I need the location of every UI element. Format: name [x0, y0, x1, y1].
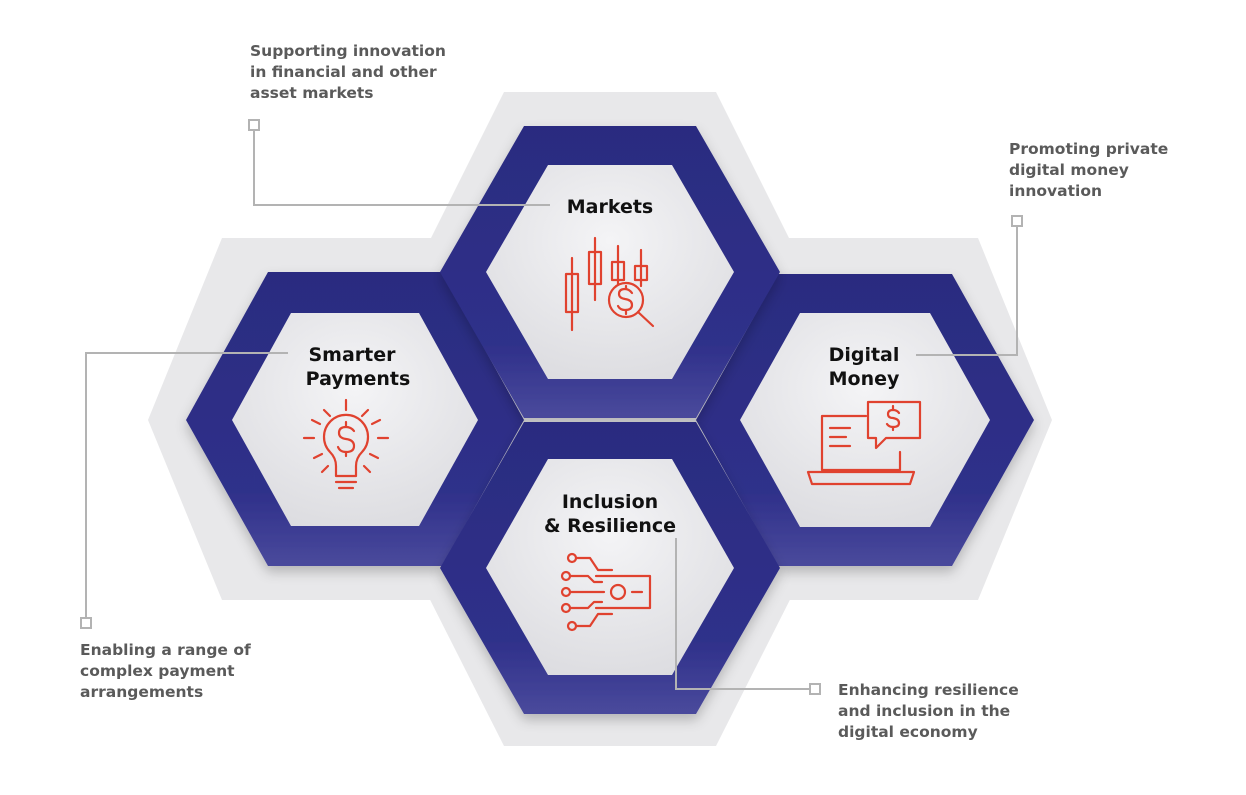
candlestick-dollar-magnifier-icon — [564, 236, 655, 332]
note-markets-line1: Supporting innovation — [250, 42, 446, 60]
note-inclusion-line1: Enhancing resilience — [838, 681, 1019, 699]
note-digital-money-line1: Promoting private — [1009, 140, 1169, 158]
connectors — [80, 119, 1023, 695]
inner-hex-markets — [486, 165, 734, 379]
note-smarter-payments-line2: complex payment — [80, 662, 235, 680]
connector-end-markets — [248, 119, 260, 131]
circuit-banknote-icon — [560, 552, 652, 632]
note-digital-money-line3: innovation — [1009, 182, 1102, 200]
hex-markets — [440, 126, 780, 418]
inner-hex-smarter-payments — [232, 313, 478, 526]
note-inclusion-line3: digital economy — [838, 723, 978, 741]
connector-end-digital-money — [1011, 215, 1023, 227]
title-markets: Markets — [567, 196, 654, 218]
connector-digital-money — [916, 226, 1018, 356]
note-markets: Supporting innovation in financial and o… — [250, 41, 446, 104]
title-inclusion-line1: Inclusion — [562, 491, 658, 513]
note-smarter-payments-line3: arrangements — [80, 683, 204, 701]
connector-end-inclusion — [809, 683, 821, 695]
connector-end-smarter-payments — [80, 617, 92, 629]
note-digital-money-line2: digital money — [1009, 161, 1129, 179]
hex-smarter-payments — [186, 272, 524, 566]
hex-digital-money — [696, 274, 1034, 566]
title-digital-money-line1: Digital — [829, 344, 900, 366]
title-smarter-payments-line1: Smarter — [308, 344, 396, 366]
title-smarter-payments-line2: Payments — [306, 368, 411, 390]
inner-hex-digital-money — [740, 313, 990, 527]
title-digital-money-line2: Money — [829, 368, 900, 390]
lightbulb-dollar-icon — [302, 398, 390, 490]
note-markets-line2: in financial and other — [250, 63, 437, 81]
connector-inclusion — [675, 538, 810, 690]
note-smarter-payments: Enabling a range of complex payment arra… — [80, 640, 251, 703]
note-digital-money: Promoting private digital money innovati… — [1009, 139, 1168, 202]
connector-markets — [253, 130, 550, 206]
inner-hex-inclusion — [486, 459, 734, 675]
title-inclusion-line2: & Resilience — [544, 515, 676, 537]
note-smarter-payments-line1: Enabling a range of — [80, 641, 251, 659]
connector-smarter-payments — [85, 352, 288, 618]
note-inclusion: Enhancing resilience and inclusion in th… — [838, 680, 1019, 743]
note-markets-line3: asset markets — [250, 84, 374, 102]
laptop-dollar-chat-icon — [806, 400, 922, 486]
hex-inclusion — [440, 422, 780, 714]
note-inclusion-line2: and inclusion in the — [838, 702, 1011, 720]
